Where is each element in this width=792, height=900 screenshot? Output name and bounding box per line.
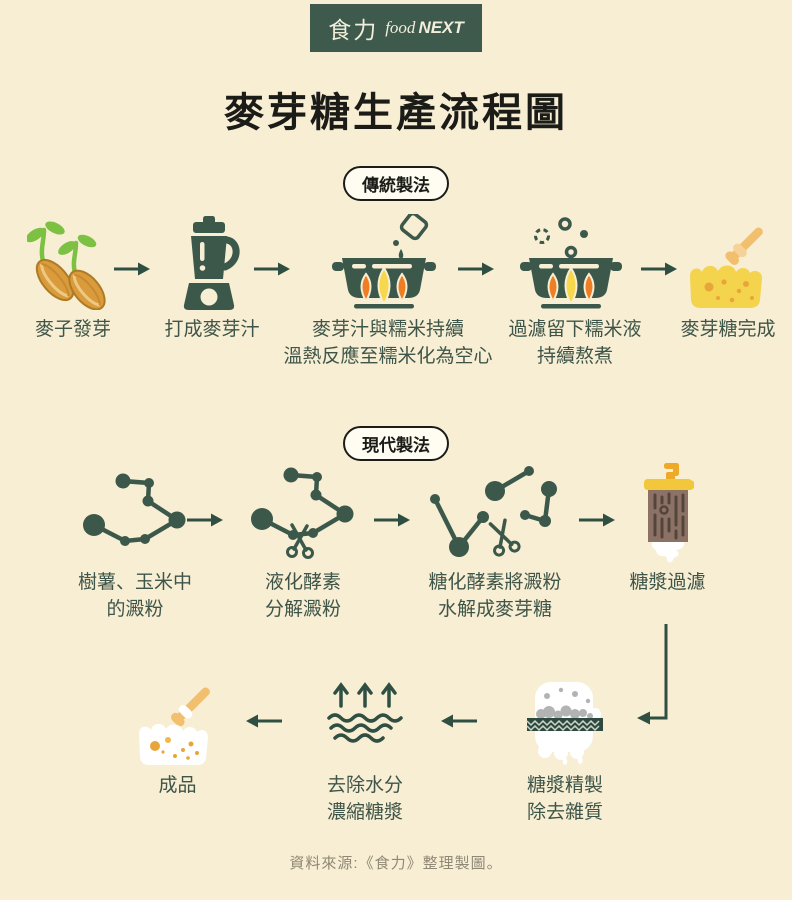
arrow-right-icon <box>578 512 616 533</box>
step-filter-and-boil: 過濾留下糯米液 持續熬煮 <box>468 212 682 370</box>
syrup-refining-icon <box>525 676 605 766</box>
step-label: 成品 <box>158 775 197 796</box>
step-label: 持續熬煮 <box>536 346 613 367</box>
step-blend-wort: 打成麥芽汁 <box>147 212 277 343</box>
step-liquefaction-enzyme: 液化酵素 分解澱粉 <box>223 455 383 623</box>
step-label: 除去雜質 <box>526 802 603 823</box>
step-label: 麥芽糖完成 <box>680 319 776 340</box>
sprouting-barley-icon <box>27 212 119 310</box>
step-label: 去除水分 <box>326 775 403 796</box>
step-maltose-done: 麥芽糖完成 <box>666 212 790 343</box>
step-label: 打成麥芽汁 <box>164 319 260 340</box>
step-cook-with-rice: 麥芽汁與糯米持續 溫熱反應至糯米化為空心 <box>273 212 503 370</box>
evaporation-icon <box>325 676 405 766</box>
step-label: 溫熱反應至糯米化為空心 <box>283 346 493 367</box>
logo-cjk-text: 食力 <box>328 18 379 43</box>
step-label: 分解澱粉 <box>264 599 341 620</box>
arrow-right-icon <box>186 512 224 533</box>
syrup-filter-icon <box>642 455 694 563</box>
starch-molecule-icon <box>81 455 189 563</box>
arrow-down-left-icon <box>632 622 676 733</box>
step-label: 糖漿精製 <box>526 775 603 796</box>
arrow-left-icon <box>245 713 283 734</box>
step-label: 的澱粉 <box>106 599 164 620</box>
step-evaporate-concentrate: 去除水分 濃縮糖漿 <box>295 676 435 826</box>
arrow-right-icon <box>373 512 411 533</box>
arrow-right-icon <box>113 261 151 282</box>
step-syrup-refining: 糖漿精製 除去雜質 <box>495 676 635 826</box>
step-saccharification: 糖化酵素將澱粉 水解成麥芽糖 <box>400 455 590 623</box>
step-final-product: 成品 <box>105 676 250 799</box>
maltose-dipper-icon <box>684 212 772 310</box>
blender-icon <box>173 212 251 310</box>
arrow-right-icon <box>640 261 678 282</box>
arrow-right-icon <box>253 261 291 282</box>
step-barley-sprouting: 麥子發芽 <box>8 212 138 343</box>
page-title: 麥芽糖生產流程圖 <box>224 91 568 135</box>
step-syrup-filtration: 糖漿過濾 <box>595 455 740 596</box>
step-label: 糖漿過濾 <box>629 572 706 593</box>
pot-boiling-icon <box>520 212 630 310</box>
arrow-left-icon <box>440 713 478 734</box>
step-label: 水解成麥芽糖 <box>437 599 552 620</box>
source-credit: 資料來源:《食力》整理製圖。 <box>289 855 503 872</box>
pot-pouring-icon <box>332 212 444 310</box>
traditional-method-badge: 傳統製法 <box>343 166 449 201</box>
step-label: 過濾留下糯米液 <box>508 319 642 340</box>
foodnext-logo: 食力 food NEXT <box>310 4 482 52</box>
step-label: 糖化酵素將澱粉 <box>428 572 562 593</box>
step-starch-source: 樹薯、玉米中 的澱粉 <box>55 455 215 623</box>
logo-next-text: NEXT <box>418 18 464 37</box>
liquefaction-enzyme-icon <box>249 455 357 563</box>
step-label: 濃縮糖漿 <box>326 802 403 823</box>
logo-food-text: food <box>385 18 416 37</box>
step-label: 麥芽汁與糯米持續 <box>311 319 464 340</box>
step-label: 液化酵素 <box>264 572 341 593</box>
saccharification-enzyme-icon <box>421 455 569 563</box>
step-label: 樹薯、玉米中 <box>77 572 192 593</box>
step-label: 麥子發芽 <box>34 319 111 340</box>
final-product-icon <box>133 676 223 766</box>
modern-method-badge: 現代製法 <box>343 426 449 461</box>
arrow-right-icon <box>457 261 495 282</box>
